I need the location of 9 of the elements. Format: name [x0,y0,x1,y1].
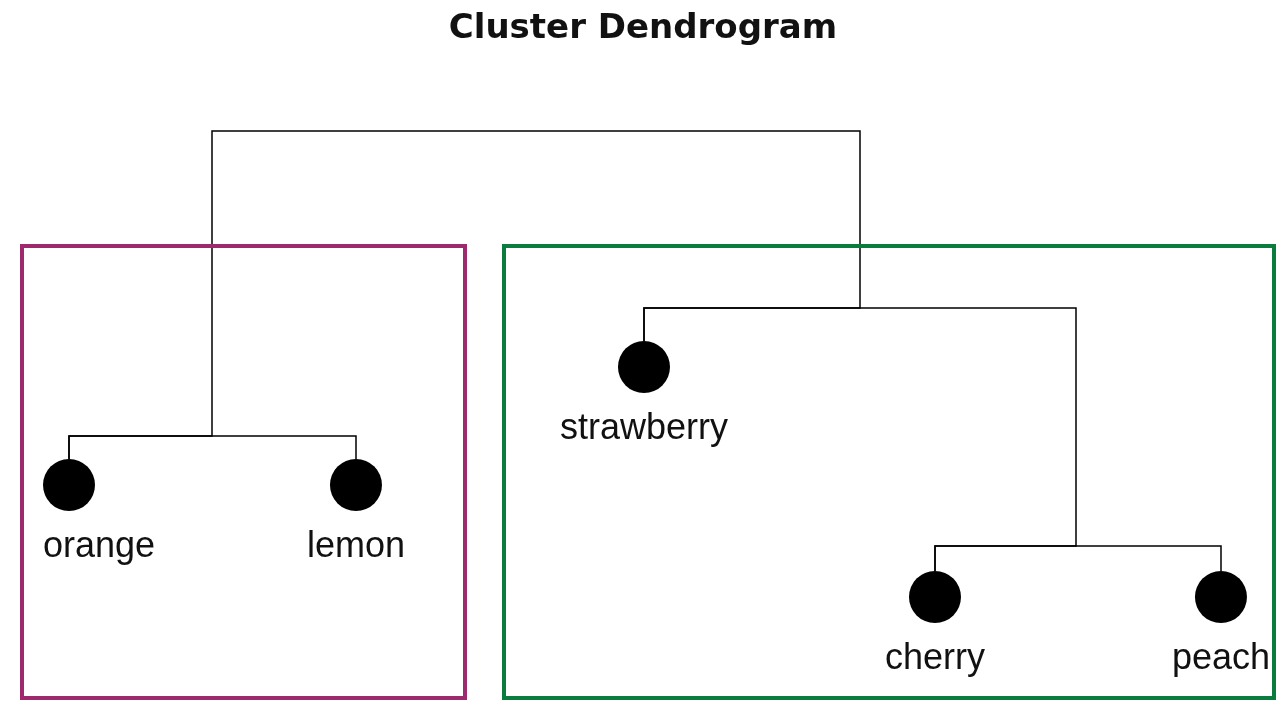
leaf-label: strawberry [560,407,728,447]
leaf-label: cherry [885,637,985,677]
chart-title: Cluster Dendrogram [447,6,839,46]
dendrogram-link [68,130,861,460]
cluster-frame [20,244,467,700]
leaf-label: peach [1171,637,1271,677]
leaf-label: orange [43,525,156,565]
leaf-label: lemon [306,525,406,565]
cluster-frame [502,244,1276,700]
